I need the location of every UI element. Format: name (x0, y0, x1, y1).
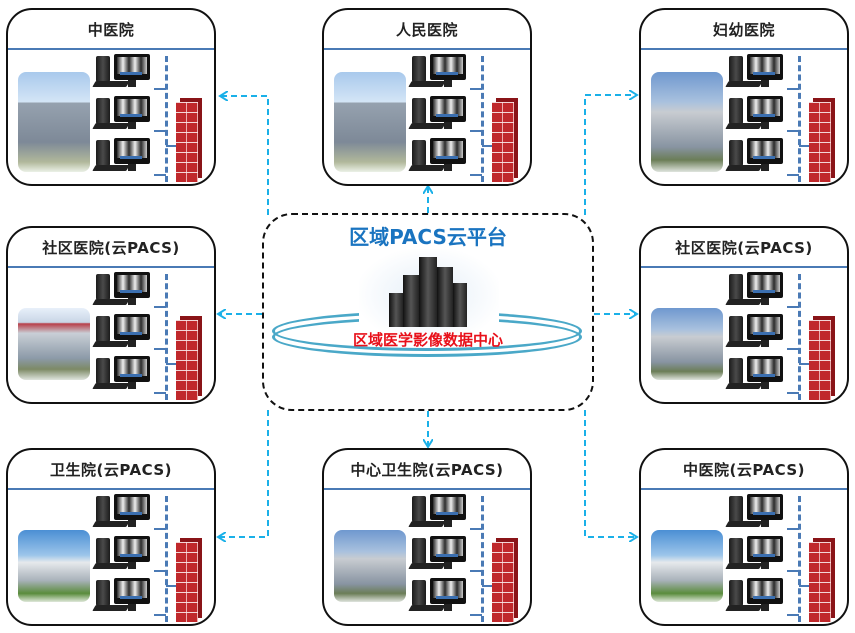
workstation-icon (408, 96, 470, 132)
hospital-card-top-left: 中医院 (6, 8, 216, 186)
firewall-icon (176, 320, 198, 400)
workstation-icon (725, 138, 787, 174)
workstation-icon (92, 494, 154, 530)
hospital-card-bottom-left: 卫生院(云PACS) (6, 448, 216, 626)
workstation-icon (725, 494, 787, 530)
card-title: 社区医院(云PACS) (8, 228, 214, 268)
firewall-icon (809, 320, 831, 400)
hospital-building-image (651, 308, 723, 380)
card-title: 人民医院 (324, 10, 530, 50)
card-title: 中心卫生院(云PACS) (324, 450, 530, 490)
workstation-icon (408, 494, 470, 530)
network-line (798, 496, 801, 622)
card-title: 社区医院(云PACS) (641, 228, 847, 268)
network-line (165, 496, 168, 622)
hospital-building-image (18, 72, 90, 172)
workstation-icon (92, 138, 154, 174)
firewall-icon (492, 542, 514, 622)
hospital-card-mid-left: 社区医院(云PACS) (6, 226, 216, 404)
workstation-icon (408, 138, 470, 174)
workstation-icon (725, 536, 787, 572)
network-line (165, 274, 168, 400)
hospital-card-top-center: 人民医院 (322, 8, 532, 186)
firewall-icon (492, 102, 514, 182)
hospital-building-image (18, 308, 90, 380)
workstation-icon (92, 356, 154, 392)
hospital-card-mid-right: 社区医院(云PACS) (639, 226, 849, 404)
regional-pacs-cloud-platform: 区域PACS云平台 区域医学影像数据中心 (262, 213, 594, 411)
workstation-icon (725, 314, 787, 350)
firewall-icon (809, 102, 831, 182)
hospital-building-image (18, 530, 90, 602)
workstation-icon (92, 54, 154, 90)
link-bottom-right (584, 410, 637, 537)
platform-title: 区域PACS云平台 (349, 225, 507, 249)
hospital-building-image (334, 530, 406, 602)
workstation-icon (408, 578, 470, 614)
network-line (165, 56, 168, 182)
network-line (481, 56, 484, 182)
hospital-building-image (334, 72, 406, 172)
hospital-building-image (651, 72, 723, 172)
card-title: 妇幼医院 (641, 10, 847, 50)
link-top-right (584, 95, 637, 215)
hospital-card-top-right: 妇幼医院 (639, 8, 849, 186)
link-bottom-left (218, 410, 269, 537)
workstation-icon (92, 578, 154, 614)
hospital-card-bottom-right: 中医院(云PACS) (639, 448, 849, 626)
firewall-icon (176, 102, 198, 182)
firewall-icon (176, 542, 198, 622)
workstation-icon (725, 272, 787, 308)
firewall-icon (809, 542, 831, 622)
hospital-card-bottom-center: 中心卫生院(云PACS) (322, 448, 532, 626)
card-title: 中医院(云PACS) (641, 450, 847, 490)
link-top-left (220, 96, 269, 215)
workstation-icon (725, 356, 787, 392)
workstation-icon (725, 54, 787, 90)
workstation-icon (408, 536, 470, 572)
network-line (798, 56, 801, 182)
network-line (798, 274, 801, 400)
network-line (481, 496, 484, 622)
platform-subtitle: 区域医学影像数据中心 (352, 331, 503, 349)
card-title: 卫生院(云PACS) (8, 450, 214, 490)
workstation-icon (725, 578, 787, 614)
workstation-icon (408, 54, 470, 90)
workstation-icon (92, 96, 154, 132)
hospital-building-image (651, 530, 723, 602)
workstation-icon (92, 536, 154, 572)
workstation-icon (725, 96, 787, 132)
card-title: 中医院 (8, 10, 214, 50)
workstation-icon (92, 272, 154, 308)
workstation-icon (92, 314, 154, 350)
server-cluster-icon (359, 249, 499, 341)
